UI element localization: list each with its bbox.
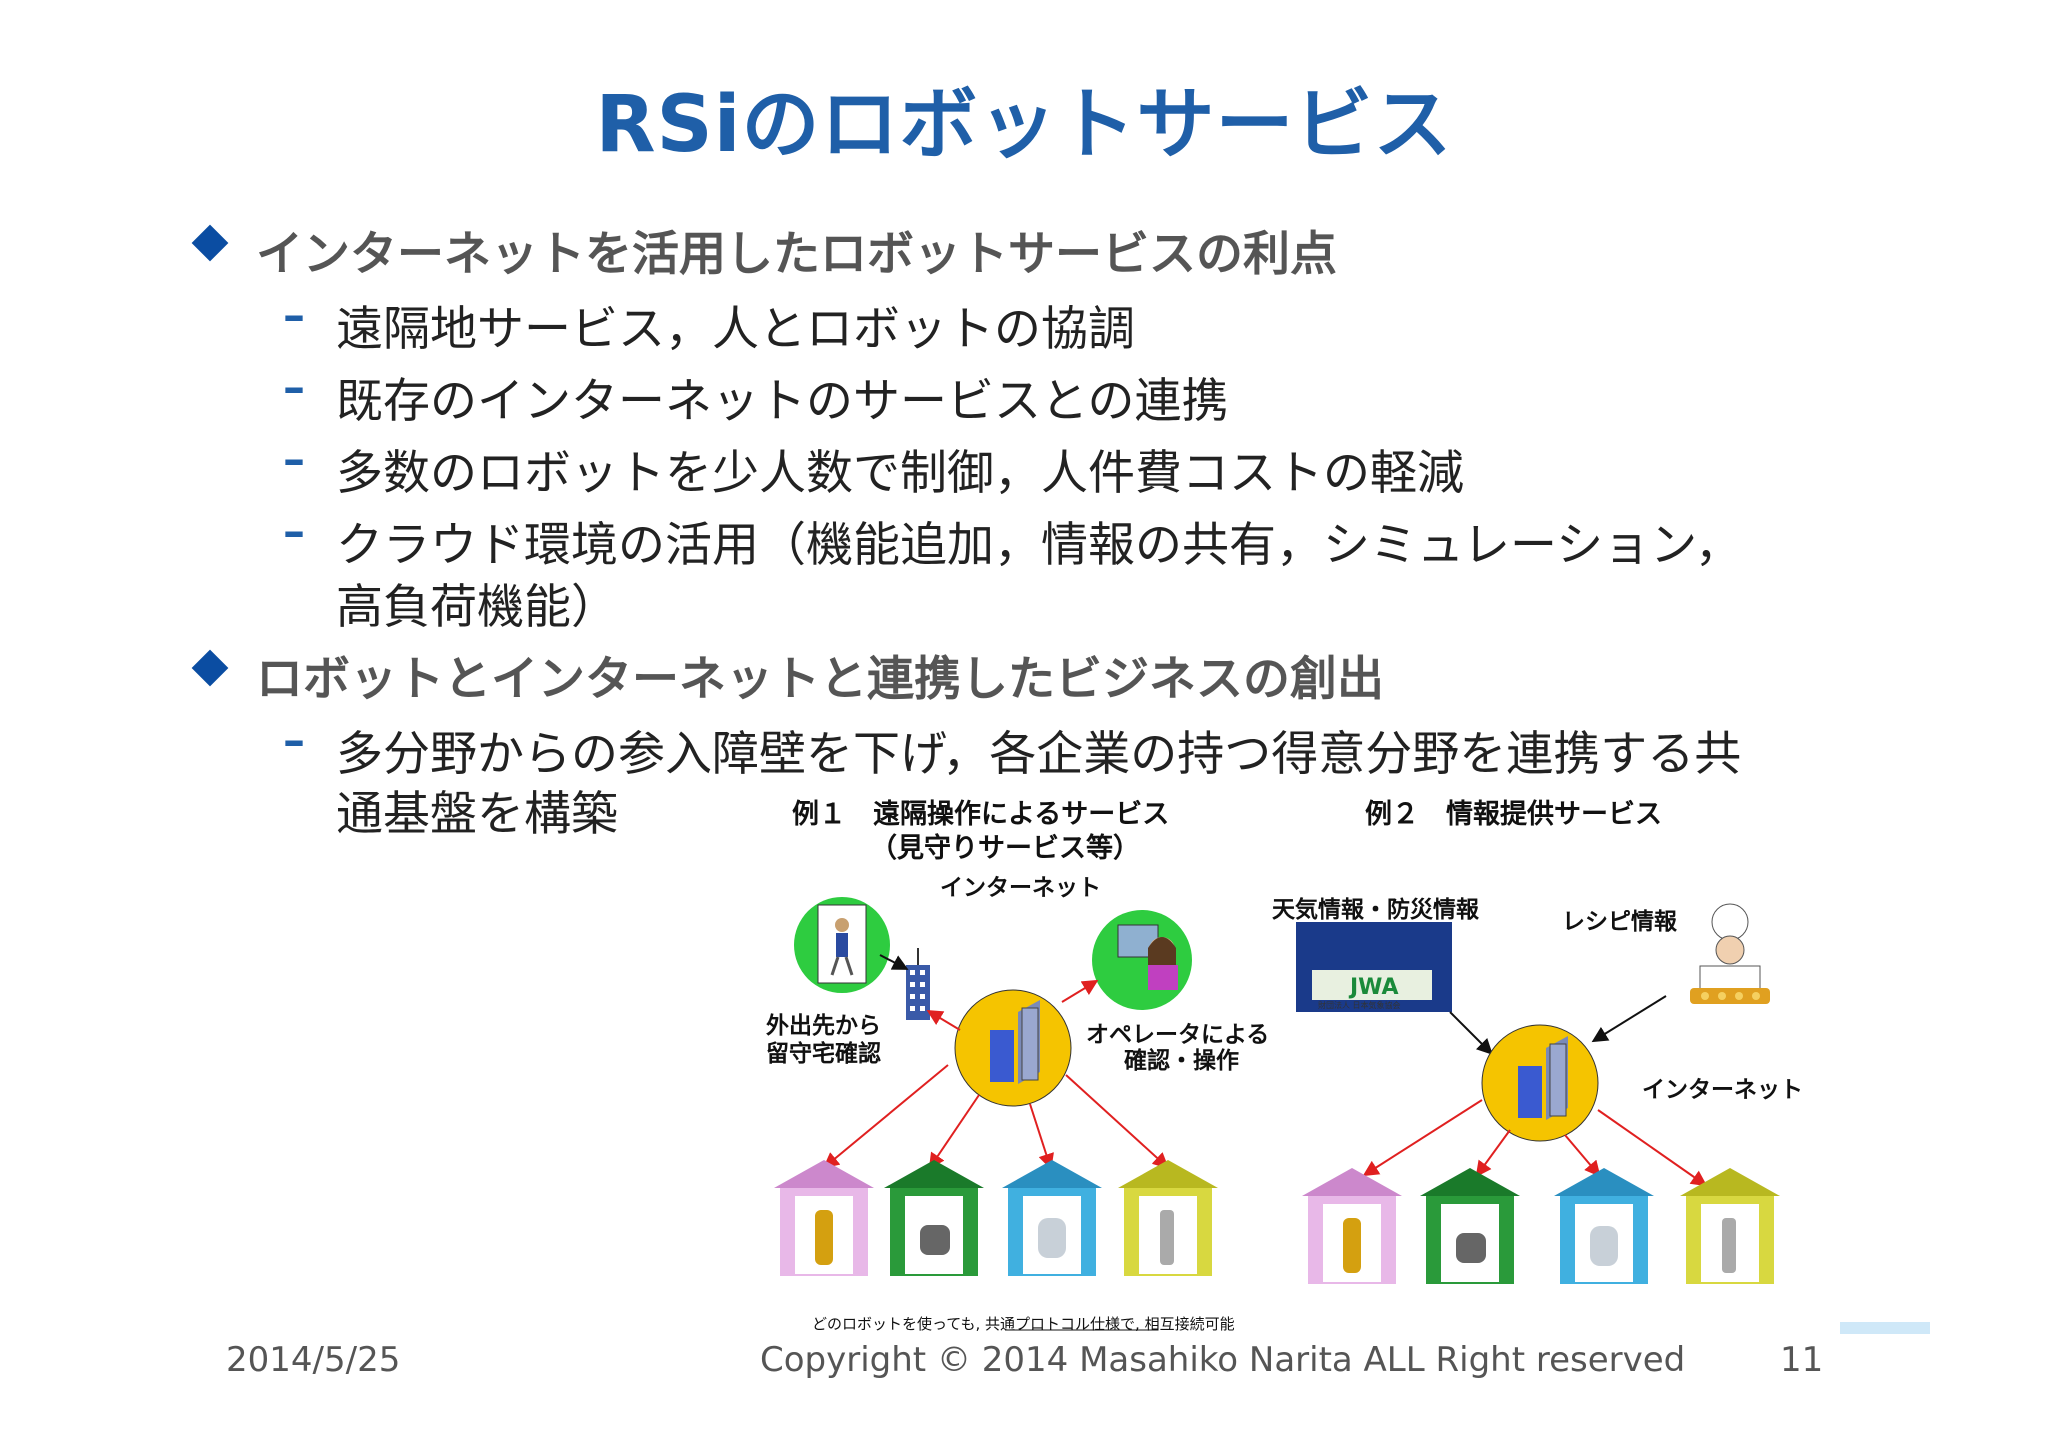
chef-icon — [1690, 903, 1770, 1004]
house-icon — [884, 1160, 984, 1276]
footer-date: 2014/5/25 — [226, 1340, 401, 1380]
remote-user-icon — [794, 897, 890, 993]
dash-icon: – — [283, 290, 305, 341]
house-icon — [1002, 1160, 1102, 1276]
sub-item: 遠隔地サービス，人とロボットの協調 — [336, 302, 1135, 357]
example1-operator-label: オペレータによる — [1086, 1022, 1270, 1048]
example1-subtitle: （見守りサービス等） — [870, 833, 1140, 864]
bullet-2-text: ロボットとインターネットと連携したビジネスの創出 — [256, 652, 1384, 707]
building-icon — [906, 948, 930, 1020]
sub-item: 既存のインターネットのサービスとの連携 — [336, 374, 1229, 429]
house-icon — [1302, 1168, 1402, 1284]
internet-cloud-icon — [954, 989, 1072, 1107]
house-icon — [774, 1160, 874, 1276]
sub-item: クラウド環境の活用（機能追加，情報の共有，シミュレーション， — [336, 518, 1742, 573]
recipe-info-label: レシピ情報 — [1562, 909, 1677, 935]
bullet-1-text: インターネットを活用したロボットサービスの利点 — [256, 227, 1337, 282]
example2-title: 例２ 情報提供サービス — [1365, 799, 1662, 830]
accent-bar — [1840, 1322, 1930, 1334]
sub-item-continued: 高負荷機能） — [336, 580, 618, 635]
protocol-note: どのロボットを使っても, 共通プロトコル仕様で, 相互接続可能 — [812, 1315, 1235, 1333]
dash-icon: – — [283, 715, 305, 766]
dash-icon: – — [283, 506, 305, 557]
internet-cloud-icon — [1481, 1024, 1599, 1142]
example1-title: 例１ 遠隔操作によるサービス — [792, 799, 1170, 830]
sub-item-continued: 通基盤を構築 — [336, 787, 618, 842]
example2-internet-label: インターネット — [1642, 1077, 1803, 1103]
operator-icon — [1092, 910, 1192, 1010]
dash-icon: – — [283, 434, 305, 485]
example1-internet-label: インターネット — [940, 875, 1101, 901]
jwa-logo-icon: JWA 財団法人 日本気象協会 — [1296, 922, 1452, 1012]
house-icon — [1680, 1168, 1780, 1284]
weather-info-label: 天気情報・防災情報 — [1272, 897, 1479, 923]
footer-copyright: Copyright © 2014 Masahiko Narita ALL Rig… — [760, 1340, 1686, 1380]
page-number: 11 — [1780, 1340, 1824, 1380]
jwa-logo-text: JWA — [1348, 975, 1399, 1000]
jwa-sub-text: 財団法人 日本気象協会 — [1318, 1000, 1401, 1010]
house-icon — [1554, 1168, 1654, 1284]
house-icon — [1420, 1168, 1520, 1284]
house-icon — [1118, 1160, 1218, 1276]
sub-item: 多数のロボットを少人数で制御，人件費コストの軽減 — [336, 446, 1464, 501]
example1-remote-label: 外出先から — [766, 1013, 881, 1039]
slide-title: RSiのロボットサービス — [595, 80, 1453, 170]
example1-operator-label-2: 確認・操作 — [1124, 1048, 1239, 1074]
example1-remote-label-2: 留守宅確認 — [766, 1041, 881, 1067]
sub-item: 多分野からの参入障壁を下げ，各企業の持つ得意分野を連携する共 — [336, 727, 1742, 782]
dash-icon: – — [283, 362, 305, 413]
